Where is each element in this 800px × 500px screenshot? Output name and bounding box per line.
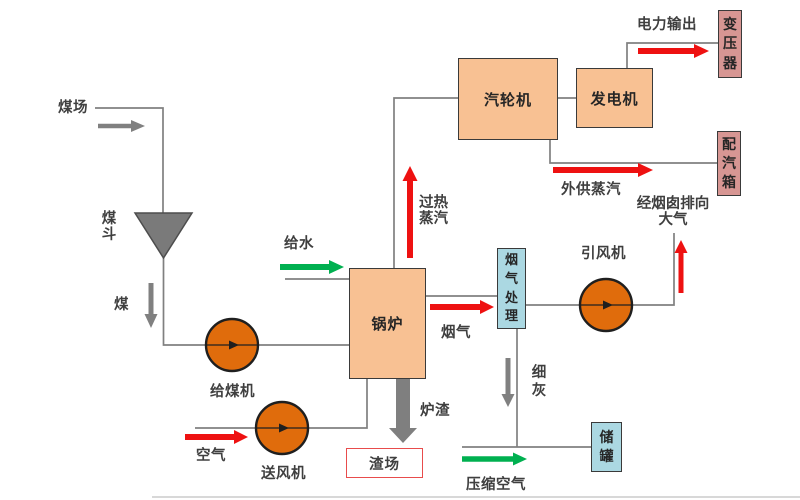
coal-yard-label: 煤场 bbox=[58, 100, 88, 116]
storage-tank-box: 储罐 bbox=[591, 422, 622, 472]
coal-yard-arrow-icon bbox=[98, 120, 145, 132]
boiler-box: 锅炉 bbox=[349, 268, 426, 379]
superheated-steam-arrow-icon bbox=[402, 166, 418, 258]
steam-distribution-label: 配汽箱 bbox=[722, 135, 736, 191]
flue-gas-label: 烟气 bbox=[441, 325, 471, 341]
induced-draft-fan-label: 引风机 bbox=[581, 246, 626, 262]
forced-draft-fan-symbol-icon bbox=[254, 400, 310, 456]
slag-yard-label: 渣场 bbox=[369, 456, 400, 473]
slag-yard-box: 渣场 bbox=[346, 448, 423, 478]
generator-transformer-line bbox=[626, 42, 718, 68]
transformer-label: 变压器 bbox=[723, 16, 737, 71]
coal-feeder-label: 给煤机 bbox=[210, 384, 255, 400]
generator-label: 发电机 bbox=[590, 90, 639, 108]
hopper-outlet-line bbox=[162, 258, 206, 346]
air-arrow-icon bbox=[185, 430, 248, 444]
coal-hopper-label: 煤斗 bbox=[101, 211, 117, 243]
boiler-label: 锅炉 bbox=[371, 316, 404, 333]
induced-draft-fan-symbol-icon bbox=[578, 277, 634, 333]
power-output-arrow-icon bbox=[638, 44, 709, 58]
power-output-label: 电力输出 bbox=[637, 17, 697, 33]
slag-label: 炉渣 bbox=[420, 403, 450, 419]
transformer-box: 变压器 bbox=[718, 10, 742, 78]
flue-gas-treatment-box: 烟气处理 bbox=[497, 248, 526, 329]
flue-gas-treatment-label: 烟气处理 bbox=[504, 251, 518, 324]
coal-label: 煤 bbox=[114, 297, 129, 313]
steam-distribution-box: 配汽箱 bbox=[717, 131, 741, 196]
fan-chimney-line bbox=[632, 233, 675, 306]
slag-arrow-icon bbox=[389, 379, 417, 443]
pipe-lines bbox=[95, 42, 718, 448]
air-label: 空气 bbox=[196, 448, 226, 464]
fine-ash-label: 细灰 bbox=[531, 365, 547, 399]
fan-boiler-line bbox=[308, 379, 368, 429]
feed-water-arrow-icon bbox=[280, 260, 344, 274]
flue-gas-arrow-icon bbox=[430, 300, 494, 314]
storage-tank-label: 储罐 bbox=[599, 428, 614, 464]
superheated-steam-label: 过热蒸汽 bbox=[419, 195, 448, 227]
steam-line bbox=[393, 97, 458, 268]
external-steam-arrow-icon bbox=[553, 163, 653, 177]
coal-feeder-symbol-icon bbox=[204, 317, 260, 373]
coal-arrow-icon bbox=[144, 283, 158, 328]
forced-draft-fan-label: 送风机 bbox=[261, 466, 306, 482]
external-steam-label: 外供蒸汽 bbox=[561, 182, 621, 198]
coal-yard-line bbox=[95, 107, 164, 213]
chimney-arrow-icon bbox=[674, 240, 688, 293]
compressed-air-label: 压缩空气 bbox=[466, 477, 526, 493]
turbine-label: 汽轮机 bbox=[483, 91, 532, 109]
chimney-exhaust-label: 经烟囱排向大气 bbox=[636, 196, 710, 228]
turbine-steambox-line bbox=[549, 140, 717, 164]
turbine-box: 汽轮机 bbox=[458, 58, 558, 140]
feed-water-label: 给水 bbox=[284, 236, 314, 252]
generator-box: 发电机 bbox=[576, 68, 653, 128]
fine-ash-arrow-icon bbox=[501, 358, 515, 407]
compressed-air-arrow-icon bbox=[462, 452, 527, 466]
coal-hopper-funnel-icon bbox=[133, 212, 194, 260]
